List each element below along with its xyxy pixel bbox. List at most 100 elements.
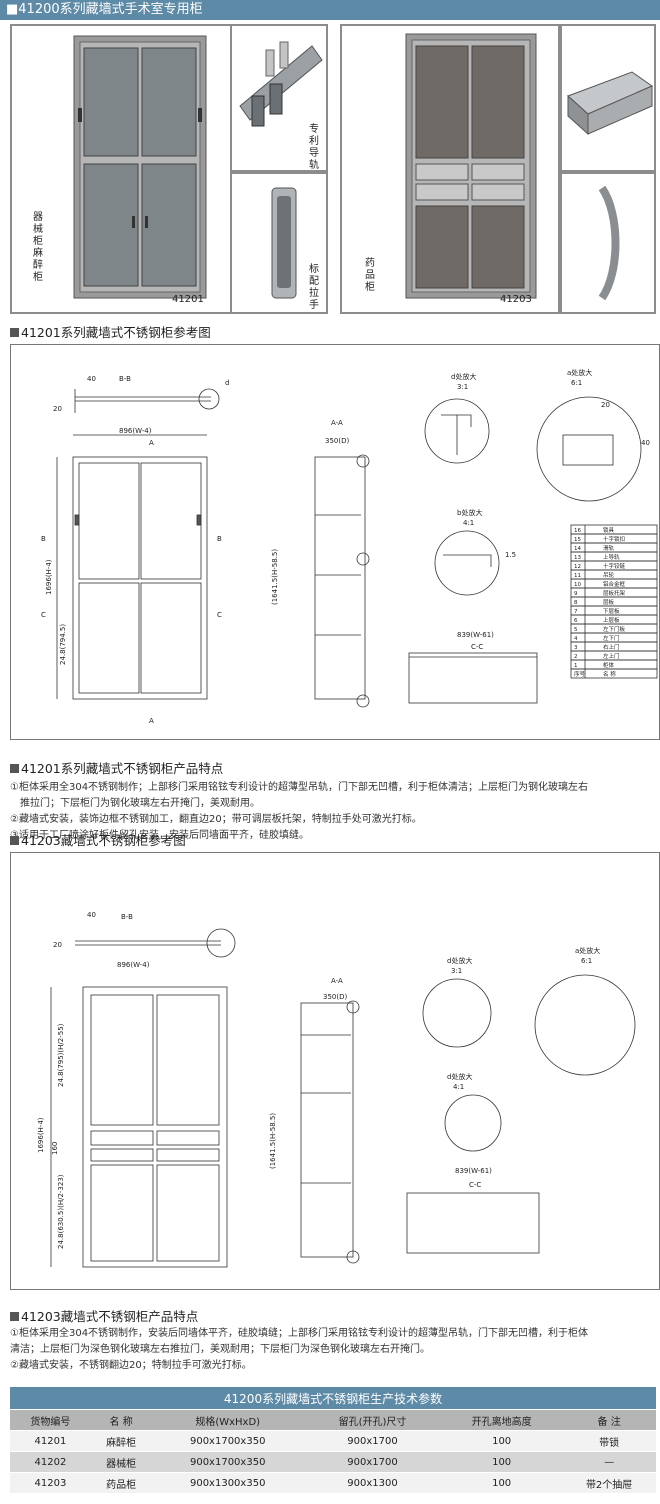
cc-section-view: 839(W-61) C-C xyxy=(406,1167,540,1254)
section-header: ■41200系列藏墙式手术室专用柜 xyxy=(0,0,660,20)
legend-number: 1 xyxy=(574,663,578,669)
svg-text:b处放大: b处放大 xyxy=(457,508,482,517)
legend-number: 9 xyxy=(574,591,578,597)
detail-b: b处放大 4:1 1.5 xyxy=(434,508,516,596)
feature-line: ①柜体采用全304不锈钢制作，安装后同墙体平齐，硅胶填缝；上部移门采用铭铉专利设… xyxy=(10,1328,589,1339)
legend-name: 铝合金框 xyxy=(603,580,626,588)
feature-line: ②藏墙式安装，不锈钢翻边20；特制拉手可激光打标。 xyxy=(10,1360,252,1371)
front-elevation: 896(W-4) 1696(H-4) 24.8(795)(H/2-55) 24.… xyxy=(37,961,228,1268)
legend-name: 右上门 xyxy=(603,643,620,651)
aa-side-view: A-A 350(D) (1641.5(H-58.5) xyxy=(269,977,360,1264)
legend-name: 下层板 xyxy=(603,607,620,615)
bb-label: B-B xyxy=(119,375,131,383)
svg-text:4:1: 4:1 xyxy=(453,1083,464,1091)
feature-line: ③适用于工厂喷涂好板件留孔安装，安装后同墙面平齐，硅胶填缝。 xyxy=(10,830,309,841)
detail-a: a处放大 6:1 xyxy=(534,946,636,1076)
features-41203-text: ①柜体采用全304不锈钢制作，安装后同墙体平齐，硅胶填缝；上部移门采用铭铉专利设… xyxy=(10,1326,655,1374)
feature-line: ②藏墙式安装，装饰边框不锈钢加工，翻直边20；带可调层板托架，特制拉手处可激光打… xyxy=(10,814,422,825)
svg-text:350(D): 350(D) xyxy=(325,437,349,445)
front-elevation: 896(W-4) 1696(H-4) 24.8(794.5) B B C C A… xyxy=(41,427,222,725)
svg-text:40: 40 xyxy=(87,375,96,383)
svg-text:d处放大: d处放大 xyxy=(451,372,476,381)
feature-line: ①柜体采用全304不锈钢制作；上部移门采用铭铉专利设计的超薄型吊轨，门下部无凹槽… xyxy=(10,782,589,793)
legend-number: 11 xyxy=(574,573,581,579)
svg-text:839(W-61): 839(W-61) xyxy=(457,631,494,639)
svg-text:20: 20 xyxy=(53,405,62,413)
photo-label-right: 药品柜 xyxy=(365,258,375,293)
svg-text:896(W-4): 896(W-4) xyxy=(117,961,150,969)
features-41201-text: ①柜体采用全304不锈钢制作；上部移门采用铭铉专利设计的超薄型吊轨，门下部无凹槽… xyxy=(10,780,655,844)
features-41201-title: 41201系列藏墙式不锈钢柜产品特点 xyxy=(10,758,223,777)
legend-number: 14 xyxy=(574,546,581,552)
svg-text:3:1: 3:1 xyxy=(451,967,462,975)
svg-text:6:1: 6:1 xyxy=(581,957,592,965)
svg-text:A-A: A-A xyxy=(331,419,343,427)
legend-number: 7 xyxy=(574,609,578,615)
svg-text:350(D): 350(D) xyxy=(323,993,347,1001)
svg-text:40: 40 xyxy=(641,439,650,447)
spec-table-caption: 41200系列藏墙式不锈钢柜生产技术参数 xyxy=(10,1387,656,1410)
legend-name: 上层板 xyxy=(603,616,620,624)
rail-label: 专利导轨 xyxy=(309,124,319,171)
svg-text:a处放大: a处放大 xyxy=(567,368,592,377)
svg-text:B-B: B-B xyxy=(121,913,133,921)
svg-text:(1641.5(H-58.5): (1641.5(H-58.5) xyxy=(271,549,279,605)
rail-photo xyxy=(232,26,326,170)
svg-text:B: B xyxy=(41,535,46,543)
legend-number: 6 xyxy=(574,618,578,624)
legend-name: 柜体 xyxy=(603,661,615,669)
legend-name: 锁具 xyxy=(603,526,615,534)
bullet-square-icon xyxy=(10,328,19,337)
photo-label-left: 器械柜麻醉柜 xyxy=(33,212,43,283)
features-41203-title: 41203藏墙式不锈钢柜产品特点 xyxy=(10,1306,198,1325)
cabinet-photo-41201 xyxy=(12,26,230,312)
svg-text:40: 40 xyxy=(87,911,96,919)
drawing-41203: B-B 40 20 896(W-4) 1696(H-4) 24.8(795)(H… xyxy=(10,852,660,1290)
col-header: 名 称 xyxy=(90,1409,152,1431)
svg-text:d: d xyxy=(225,379,229,387)
col-header: 货物编号 xyxy=(10,1409,91,1431)
legend-name: 左下门板 xyxy=(603,625,626,633)
legend-name: 层板 xyxy=(603,598,615,606)
bullet-square-icon xyxy=(10,764,19,773)
detail-d: d处放大 3:1 xyxy=(422,956,492,1048)
svg-text:24.8(795)(H/2-55): 24.8(795)(H/2-55) xyxy=(57,1023,65,1087)
legend-number: 12 xyxy=(574,564,581,570)
svg-text:A-A: A-A xyxy=(331,977,343,985)
bullet-square-icon xyxy=(10,1312,19,1321)
legend-number: 15 xyxy=(574,537,581,543)
svg-text:a处放大: a处放大 xyxy=(575,946,600,955)
legend-name: 十字锁扣 xyxy=(603,535,625,543)
svg-text:(1641.5(H-58.5): (1641.5(H-58.5) xyxy=(269,1113,277,1169)
handle-label: 标配拉手 xyxy=(309,264,319,311)
svg-text:A: A xyxy=(149,717,154,725)
drawing-41203-title: 41203藏墙式不锈钢柜参考图 xyxy=(10,830,186,849)
svg-text:1696(H-4): 1696(H-4) xyxy=(37,1117,45,1153)
cabinet-photo-41203 xyxy=(342,26,558,312)
drawer-photo xyxy=(562,26,654,170)
col-header: 备 注 xyxy=(562,1409,656,1431)
legend-name: 十字铰链 xyxy=(603,562,626,570)
legend-number: 2 xyxy=(574,654,578,660)
svg-text:160: 160 xyxy=(51,1142,59,1155)
legend-number: 16 xyxy=(574,528,581,534)
svg-text:20: 20 xyxy=(601,401,610,409)
svg-text:839(W-61): 839(W-61) xyxy=(455,1167,492,1175)
svg-text:6:1: 6:1 xyxy=(571,379,582,387)
svg-text:24.8(794.5): 24.8(794.5) xyxy=(59,624,67,665)
photo-panel-left: 器械柜麻醉柜 41201 专利导轨 标配拉手 xyxy=(10,24,328,314)
legend-number: 10 xyxy=(574,582,581,588)
svg-text:1696(H-4): 1696(H-4) xyxy=(45,559,53,595)
detail-d-small: d处放大 4:1 xyxy=(444,1072,502,1152)
legend-number: 8 xyxy=(574,600,578,606)
legend-number: 5 xyxy=(574,627,578,633)
bb-section-view: B-B 40 20 d xyxy=(53,375,229,413)
feature-line: 清洁；上层柜门为深色钢化玻璃左右推拉门，美观耐用；下层柜门为深色钢化玻璃左右开掩… xyxy=(10,1344,430,1355)
bullet-square-icon xyxy=(10,836,19,845)
legend-name: 层板托架 xyxy=(603,589,626,597)
svg-text:24.8(630.5)(H/2-323): 24.8(630.5)(H/2-323) xyxy=(57,1174,65,1249)
svg-text:d处放大: d处放大 xyxy=(447,1072,472,1081)
legend-name: 吊轮 xyxy=(603,571,615,579)
